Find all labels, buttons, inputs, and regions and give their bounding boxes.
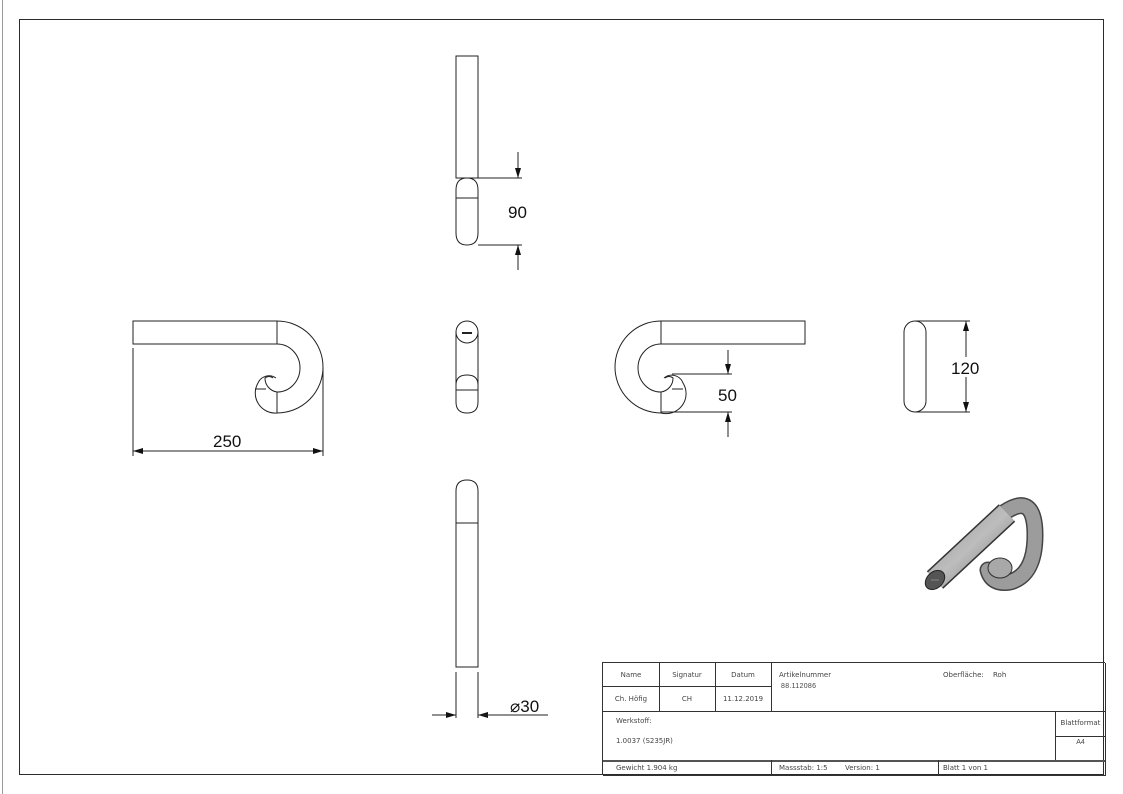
artikelnummer-value: 88.112086 <box>781 683 817 690</box>
dim-120: 120 <box>951 359 979 378</box>
blattformat-label: Blattformat <box>1060 719 1101 727</box>
dim-90: 90 <box>508 203 527 222</box>
page-edge <box>2 0 3 794</box>
werkstoff-label: Werkstoff: <box>616 717 652 725</box>
dim-diameter-30: ⌀30 <box>510 697 539 716</box>
left-side-view <box>132 320 324 456</box>
massstab: Massstab: 1:5 <box>779 764 828 772</box>
value-name: Ch. Höfig <box>614 695 648 703</box>
value-datum: 11.12.2019 <box>722 695 764 703</box>
gewicht: Gewicht 1.904 kg <box>616 764 678 772</box>
dim-50: 50 <box>718 386 737 405</box>
oberflaeche-label: Oberfläche: <box>943 671 984 679</box>
blatt: Blatt 1 von 1 <box>943 764 988 772</box>
drawing-frame <box>19 19 1104 775</box>
isometric-view <box>924 497 1044 591</box>
header-datum: Datum <box>731 671 755 679</box>
title-block: Name Signatur Datum Ch. Höfig CH 11.12.2… <box>602 662 1106 776</box>
header-name: Name <box>620 671 642 679</box>
blattformat-value: A4 <box>1076 739 1085 746</box>
bottom-view <box>432 479 548 718</box>
front-view <box>614 320 806 437</box>
artikelnummer-label: Artikelnummer <box>779 671 832 679</box>
dim-250: 250 <box>213 432 241 451</box>
center-end-view <box>455 320 479 414</box>
top-view <box>455 55 522 270</box>
value-signatur: CH <box>681 695 693 703</box>
version: Version: 1 <box>845 764 880 772</box>
oberflaeche-value: Roh <box>993 671 1007 679</box>
werkstoff-value: 1.0037 (S235JR) <box>616 737 673 745</box>
header-signatur: Signatur <box>672 671 702 679</box>
